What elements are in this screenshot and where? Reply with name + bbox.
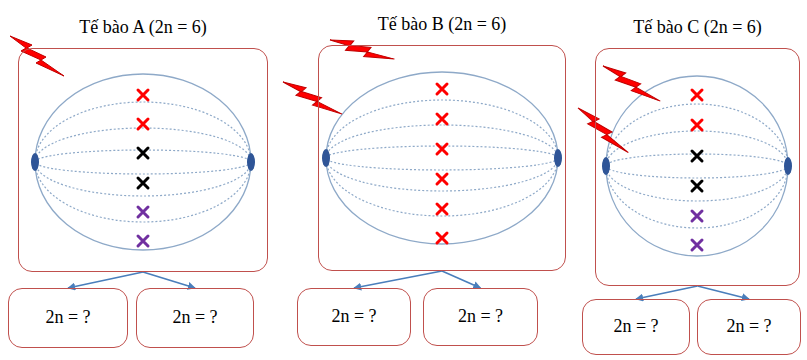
chromosomes — [692, 90, 702, 250]
spindle — [606, 76, 788, 256]
spindle-pole — [31, 153, 39, 171]
cell-box: Tế bào C (2n = 6) — [595, 48, 800, 286]
lightning-bolt — [283, 74, 342, 121]
spindle-pole — [322, 149, 330, 167]
division-arrow — [68, 272, 143, 288]
lightning-bolt — [603, 61, 660, 106]
spindle-pole — [554, 149, 562, 167]
chromosome-count: 2n = ? — [613, 316, 658, 338]
chromosome-count: 2n = ? — [458, 306, 503, 328]
text-wrap: 2n = ? — [698, 300, 800, 354]
daughter-cell-box: 2n = ? — [8, 288, 128, 348]
daughter-cell-box: 2n = ? — [582, 299, 690, 355]
chromosome-count: 2n = ? — [331, 306, 376, 328]
text-wrap: 2n = ? — [298, 289, 410, 345]
spindle-pole — [602, 157, 610, 175]
spindle — [326, 72, 558, 244]
chromosome-count: 2n = ? — [726, 316, 771, 338]
text-wrap: 2n = ? — [9, 289, 127, 347]
division-arrow — [143, 272, 195, 288]
cell-title: Tế bào B (2n = 6) — [319, 14, 565, 36]
daughter-cell-box: 2n = ? — [423, 288, 538, 346]
spindle — [35, 74, 251, 250]
division-arrow — [354, 271, 442, 288]
lightning-bolt — [575, 108, 632, 153]
text-wrap: 2n = ? — [583, 300, 689, 354]
text-wrap: 2n = ? — [424, 289, 537, 345]
daughter-cell-box: 2n = ? — [297, 288, 411, 346]
chromosome-count: 2n = ? — [172, 307, 217, 329]
spindle-pole — [247, 153, 255, 171]
division-arrow — [698, 286, 750, 299]
text-wrap: 2n = ? — [137, 289, 253, 347]
division-arrow — [442, 271, 481, 288]
cell-title: Tế bào A (2n = 6) — [19, 17, 267, 39]
division-arrow — [636, 286, 698, 299]
chromosomes — [437, 84, 447, 243]
spindle-pole — [784, 157, 792, 175]
cell-title: Tế bào C (2n = 6) — [596, 17, 799, 39]
daughter-cell-box: 2n = ? — [136, 288, 254, 348]
cell-box: Tế bào A (2n = 6) — [18, 48, 268, 272]
chromosomes — [138, 90, 148, 246]
daughter-cell-box: 2n = ? — [697, 299, 801, 355]
chromosome-count: 2n = ? — [45, 307, 90, 329]
cell-box: Tế bào B (2n = 6) — [318, 45, 566, 271]
